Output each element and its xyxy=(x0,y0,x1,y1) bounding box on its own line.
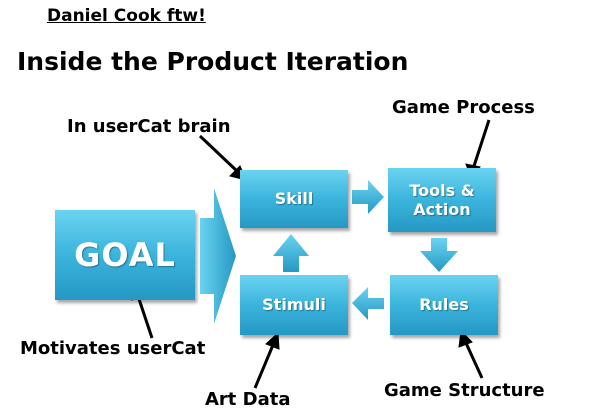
tools-to-rules-arrow xyxy=(420,238,458,272)
stimuli-box: Stimuli xyxy=(240,275,348,335)
skill-label: Skill xyxy=(274,189,314,209)
annotation-game-structure: Game Structure xyxy=(384,380,545,401)
rules-box: Rules xyxy=(390,275,498,335)
stimuli-to-skill-arrow xyxy=(273,234,309,272)
annotation-motivates-usercat: Motivates userCat xyxy=(20,338,206,359)
tools-action-box: Tools & Action xyxy=(388,168,496,232)
slide-title: Inside the Product Iteration xyxy=(17,47,409,76)
skill-to-tools-arrow xyxy=(352,180,384,214)
credit-text: Daniel Cook ftw! xyxy=(47,6,206,26)
stimuli-label: Stimuli xyxy=(262,295,326,315)
goal-label: GOAL xyxy=(74,235,176,274)
pointer-motivates-to-goal xyxy=(136,295,154,339)
annotation-in-usercat-brain: In userCat brain xyxy=(67,116,231,137)
annotation-art-data: Art Data xyxy=(205,389,291,410)
rules-to-stimuli-arrow xyxy=(352,287,384,320)
skill-box: Skill xyxy=(240,170,348,228)
pointer-process-to-tools xyxy=(472,119,491,167)
tools-action-label: Tools & Action xyxy=(409,180,475,219)
pointer-art-to-stimuli xyxy=(253,344,275,389)
pointer-brain-to-skill xyxy=(198,134,240,174)
goal-to-loop-arrow xyxy=(200,188,236,324)
rules-label: Rules xyxy=(419,295,469,315)
goal-box: GOAL xyxy=(55,210,195,300)
annotation-game-process: Game Process xyxy=(392,97,535,118)
pointer-structure-to-rules xyxy=(464,342,484,379)
